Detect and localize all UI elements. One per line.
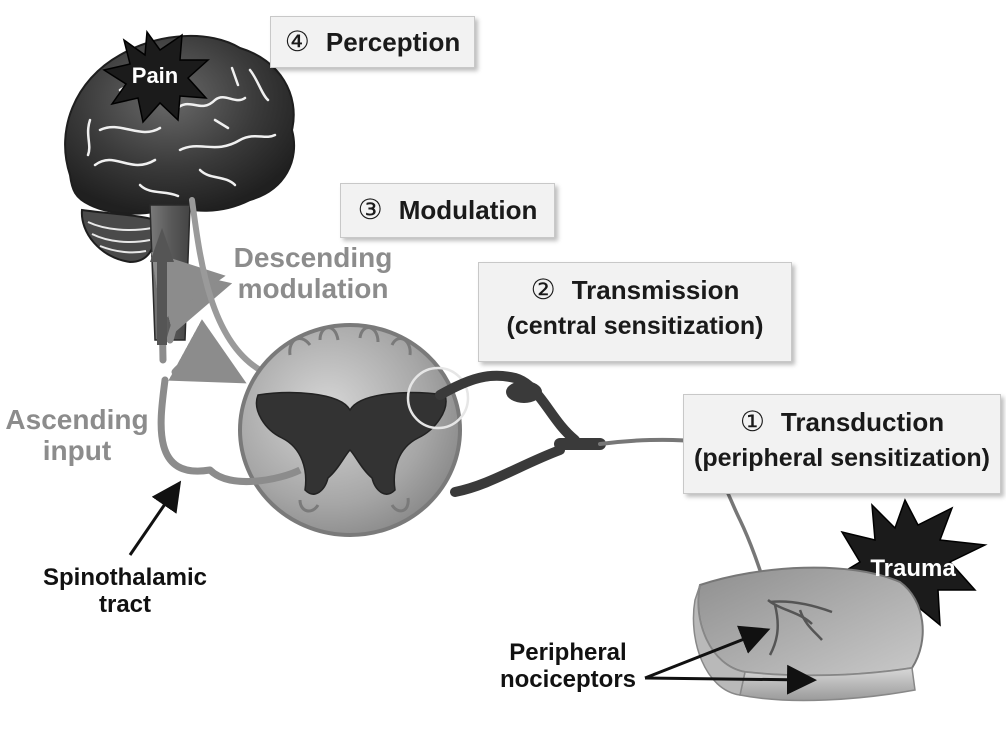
descending-label-line1: Descending: [228, 242, 398, 273]
step-title: Perception: [326, 27, 460, 58]
spinothalamic-label-line1: Spinothalamic: [40, 565, 210, 592]
step-modulation-box: ③ Modulation: [340, 183, 555, 238]
ascending-input-label: Ascending input: [2, 404, 152, 467]
step-number: ④: [285, 25, 310, 58]
step-number: ①: [740, 405, 765, 438]
ascending-label-line1: Ascending: [2, 404, 152, 435]
pain-label: Pain: [120, 64, 190, 89]
peripheral-tissue: [693, 568, 922, 701]
spinothalamic-label-line2: tract: [40, 592, 210, 619]
peripheral-label-line2: nociceptors: [488, 667, 648, 694]
step-transduction-box: ① Transduction (peripheral sensitization…: [683, 394, 1001, 494]
spinothalamic-tract-label: Spinothalamic tract: [40, 565, 210, 619]
step-title: Transduction: [781, 407, 944, 438]
descending-modulation-label: Descending modulation: [228, 242, 398, 305]
step-transmission-box: ② Transmission (central sensitization): [478, 262, 792, 362]
spinal-cord-cross-section: [240, 325, 468, 535]
step-title: Modulation: [399, 195, 538, 226]
step-number: ②: [531, 273, 556, 306]
step-subtitle: (central sensitization): [479, 312, 791, 341]
peripheral-label-line1: Peripheral: [488, 640, 648, 667]
step-subtitle: (peripheral sensitization): [684, 444, 1000, 473]
ascending-label-line2: input: [2, 435, 152, 466]
step-title: Transmission: [572, 275, 740, 306]
step-perception-box: ④ Perception: [270, 16, 475, 68]
trauma-label: Trauma: [860, 556, 966, 583]
step-number: ③: [358, 193, 383, 226]
descending-label-line2: modulation: [228, 273, 398, 304]
peripheral-nociceptors-label: Peripheral nociceptors: [488, 640, 648, 694]
